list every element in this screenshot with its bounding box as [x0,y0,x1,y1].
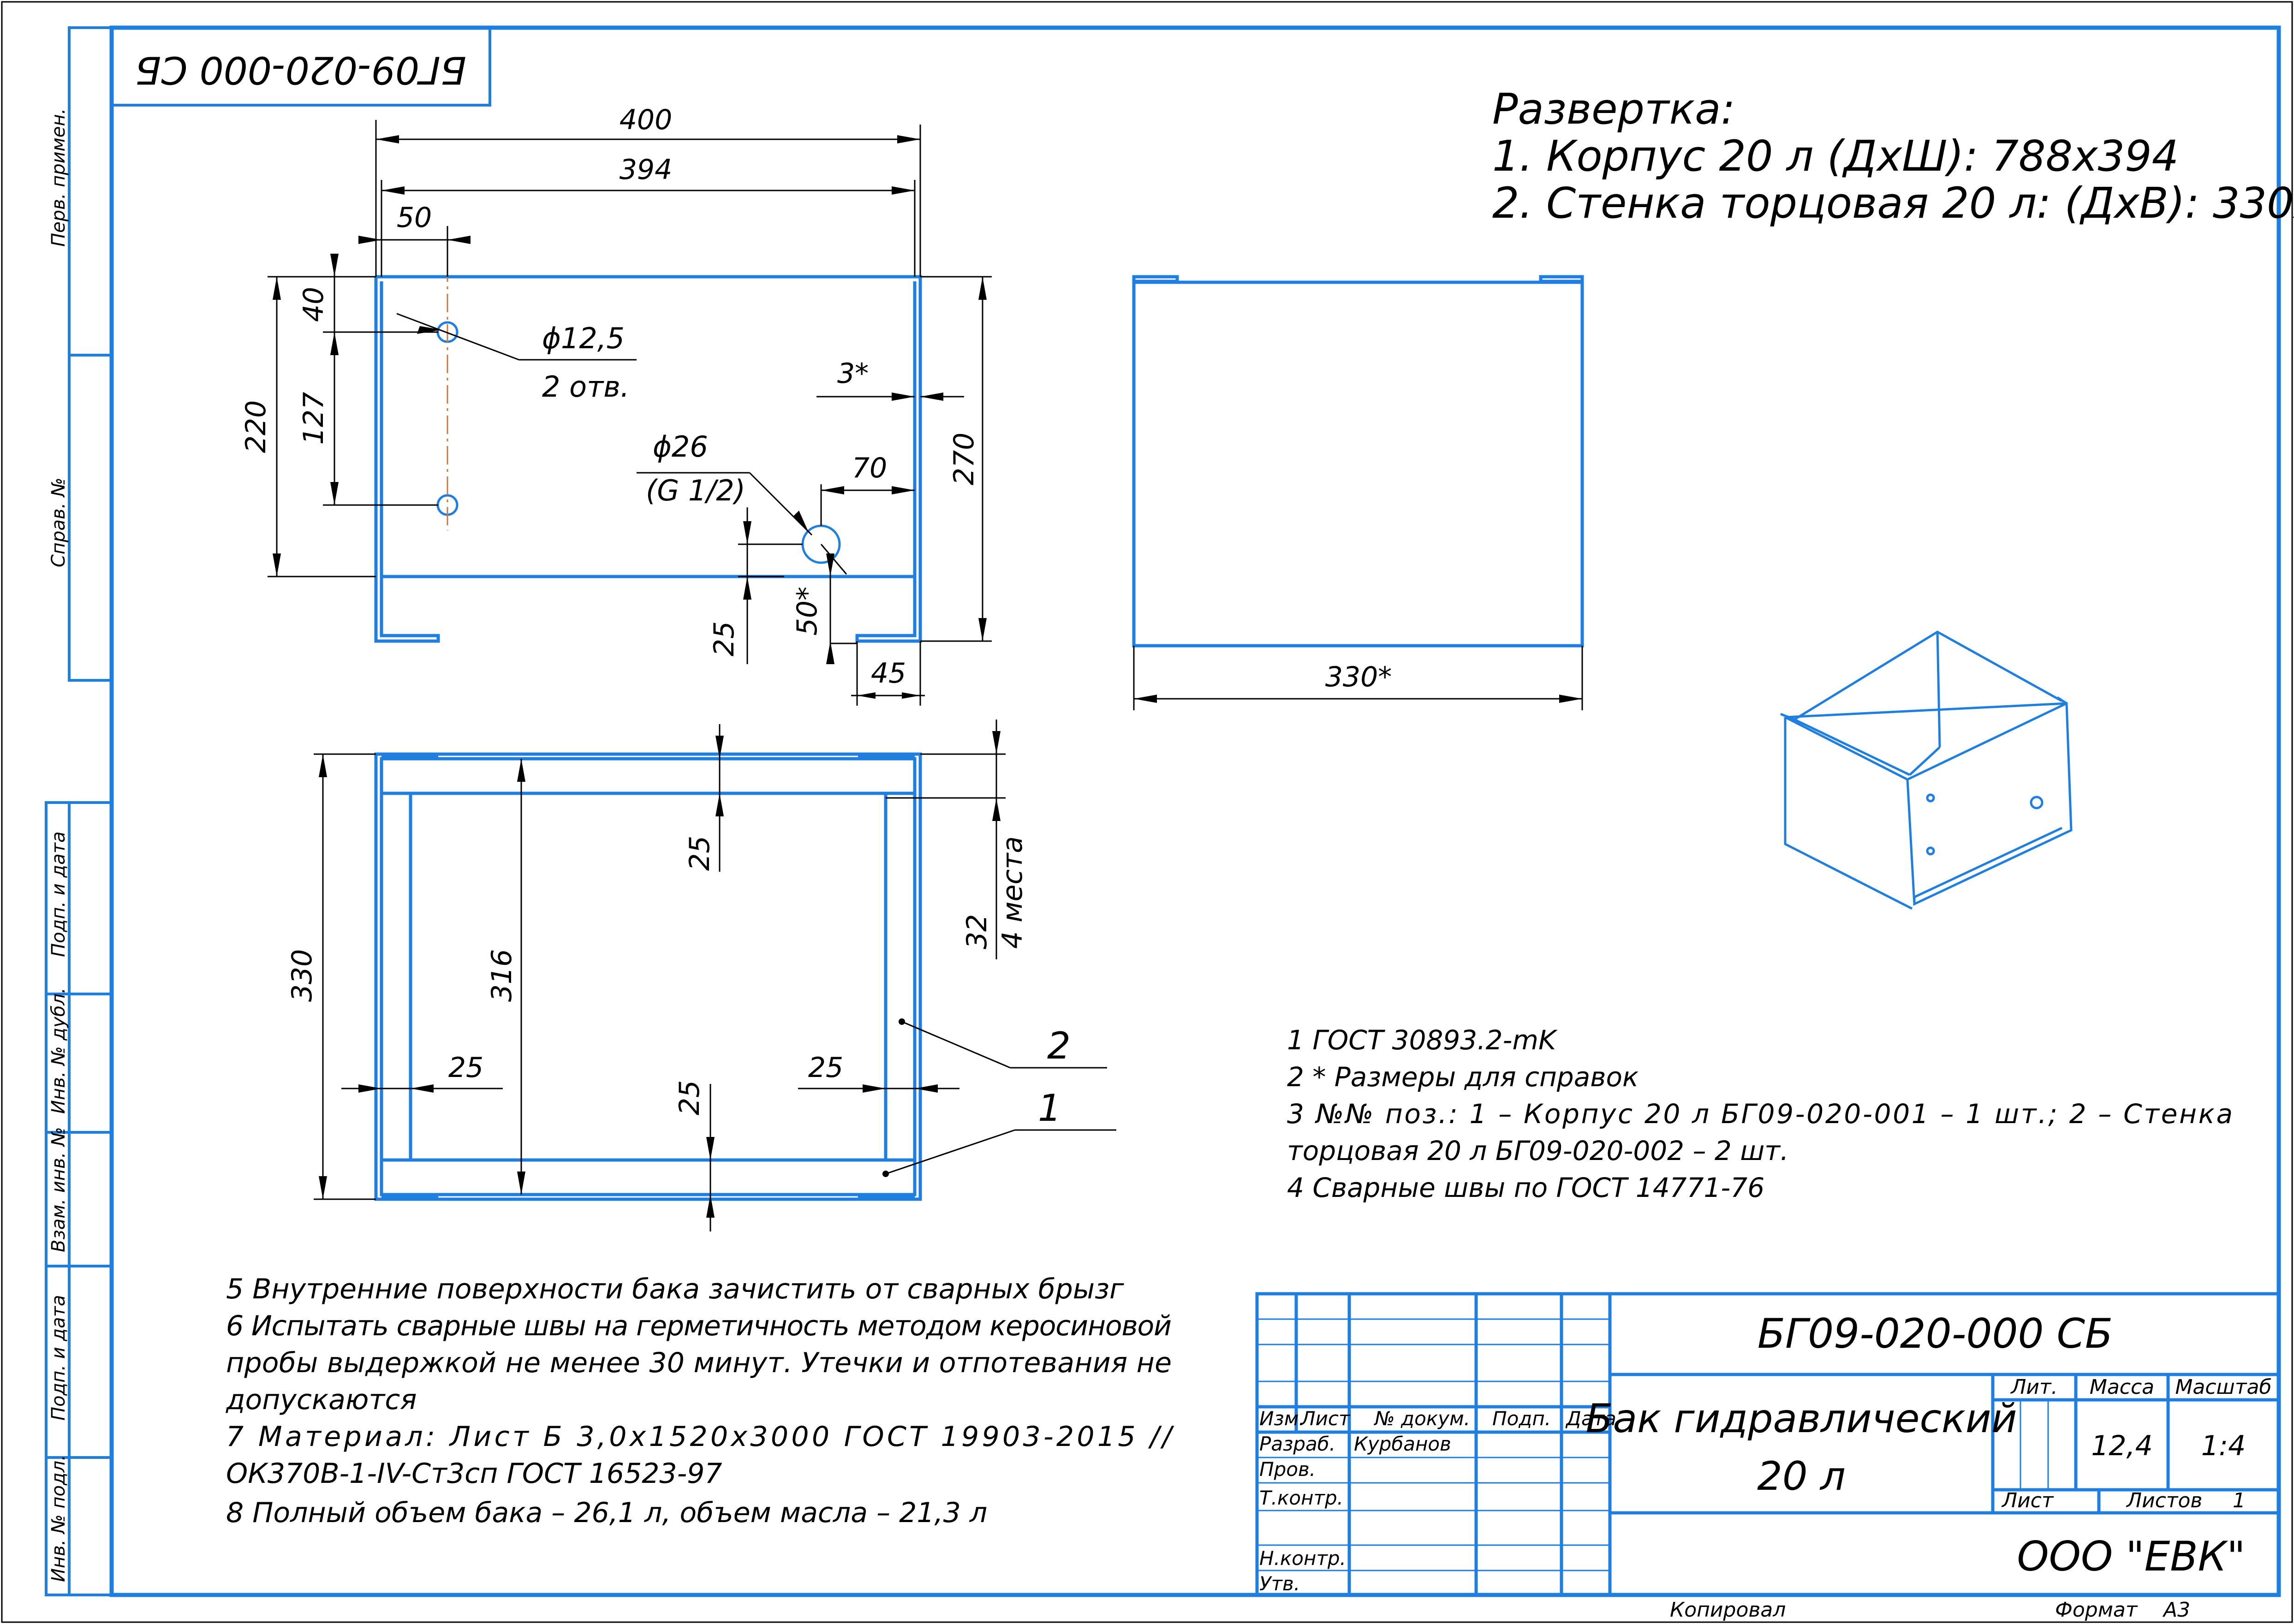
footer-kopiroval: Копировал [1670,1598,1786,1622]
front-view-dims: 400 394 50 220 40 127 ϕ12,5 2 отв. [240,104,992,706]
tb-masshtab: Масштаб [2175,1375,2271,1399]
tb-listov: Листов [2126,1489,2202,1512]
tb-hdr-izm: Изм. [1259,1407,1305,1430]
dim-400: 400 [620,104,673,136]
tb-prov: Пров. [1259,1458,1316,1481]
sidebar-inv-dubl: Инв. № дубл. [48,987,69,1114]
sidebar-labels: Перв. примен. Справ. № Подп. и дата Инв.… [48,108,69,1582]
top-view [374,752,922,1201]
tb-scale-value: 1:4 [2201,1430,2246,1462]
isometric-view [1780,631,2073,910]
dim-50: 50 [397,202,432,234]
hole2-diameter: ϕ26 [653,430,708,464]
dim-25-left: 25 [448,1052,483,1084]
hole1-diameter: ϕ12,5 [542,321,625,355]
side-plate-view: 330* [1132,275,1584,710]
position-1: 1 [1038,1087,1061,1130]
dim-330: 330 [286,949,318,1002]
note-4: 4 Сварные швы по ГОСТ 14771-76 [1287,1172,1764,1203]
tb-nkontr: Н.контр. [1259,1547,1346,1570]
razvertka-title: Развертка: [1492,84,1735,134]
sidebar-inv-podl: Инв. № подл. [48,1455,69,1582]
tb-tkontr: Т.контр. [1259,1487,1343,1509]
corner-code: БГ09-020-000 СБ [135,48,466,92]
note-6c: допускаются [226,1384,417,1416]
tb-utv: Утв. [1259,1572,1300,1595]
dim-places: 4 места [996,836,1029,949]
corner-code-box [110,26,491,107]
tb-razrab-name: Курбанов [1354,1433,1451,1455]
tb-designation: БГ09-020-000 СБ [1758,1310,2113,1357]
note-6a: 6 Испытать сварные швы на герметичность … [226,1310,1172,1342]
hole1-quantity: 2 отв. [542,370,629,404]
tb-massa-value: 12,4 [2091,1430,2153,1462]
tb-hdr-doc: № докум. [1374,1407,1470,1430]
tb-listov-value: 1 [2233,1489,2246,1512]
dim-220: 220 [240,400,272,453]
tb-lit: Лит. [2010,1375,2057,1399]
hole2-thread: (G 1/2) [646,474,745,507]
dim-25-port: 25 [708,621,740,656]
dim-270: 270 [948,433,980,486]
note-1: 1 ГОСТ 30893.2-mK [1287,1024,1558,1056]
note-3b: торцовая 20 л БГ09-020-002 – 2 шт. [1287,1135,1789,1166]
note-5: 5 Внутренние поверхности бака зачистить … [226,1273,1124,1305]
note-3a: 3 №№ поз.: 1 – Корпус 20 л БГ09-020-001 … [1287,1098,2233,1130]
sidebar-vzam-inv: Взам. инв. № [48,1127,69,1252]
note-6b: пробы выдержкой не менее 30 минут. Утечк… [226,1347,1172,1379]
dim-50-ref: 50* [791,587,823,636]
dim-45: 45 [871,657,906,690]
note-7b: ОК370В-1-IV-Ст3сп ГОСТ 16523-97 [226,1457,722,1490]
razvertka-line2: 2. Стенка торцовая 20 л: (ДхВ): 330х331 [1492,178,2294,228]
tb-list: Лист [2001,1489,2054,1512]
note-8: 8 Полный объем бака – 26,1 л, объем масл… [226,1497,987,1529]
dim-25-top: 25 [684,836,716,871]
note-7a: 7 Материал: Лист Б 3,0х1520х3000 ГОСТ 19… [226,1421,1174,1453]
razvertka-block: Развертка: 1. Корпус 20 л (ДхШ): 788х394… [1492,84,2294,228]
sidebar-podp-data-2: Подп. и дата [48,1295,69,1421]
footer-format: Формат [2055,1598,2138,1622]
front-view [374,233,922,643]
notes-right: 1 ГОСТ 30893.2-mK 2 * Размеры для справо… [1287,1024,2233,1203]
dim-127: 127 [298,392,330,445]
dim-25-bottom: 25 [673,1080,706,1115]
dim-32: 32 [961,914,993,949]
tb-razrab: Разраб. [1259,1433,1335,1455]
tb-company: ООО "ЕВК" [2017,1533,2245,1580]
note-2: 2 * Размеры для справок [1287,1061,1639,1093]
tb-massa: Масса [2090,1375,2154,1399]
dim-25-right: 25 [808,1052,843,1084]
tb-name-line2: 20 л [1757,1453,1846,1499]
title-block-text: БГ09-020-000 СБ Бак гидравлический 20 л … [1259,1310,2272,1595]
dim-40: 40 [298,287,330,322]
footer-format-value: А3 [2162,1598,2190,1622]
title-block-thin [1257,1318,2049,1571]
position-2: 2 [1047,1024,1071,1067]
dim-394: 394 [620,154,673,186]
tb-name-line1: Бак гидравлический [1585,1396,2017,1442]
sidebar-podp-data-1: Подп. и дата [48,832,69,957]
dim-316: 316 [486,949,518,1002]
top-view-dims: 330 316 25 32 4 места 25 25 25 2 1 [286,720,1116,1231]
dim-330-ref: 330* [1325,661,1392,693]
dim-3-ref: 3* [837,357,869,390]
razvertka-line1: 1. Корпус 20 л (ДхШ): 788х394 [1492,131,2179,181]
sidebar-sprav-no: Справ. № [48,477,69,567]
dim-70: 70 [852,452,887,484]
sidebar-perv-primen: Перв. примен. [48,108,69,247]
tb-hdr-date: Дата [1565,1407,1616,1430]
tb-hdr-podp: Подп. [1492,1407,1551,1430]
tb-hdr-list: Лист [1300,1407,1351,1430]
top-view-outline [374,752,922,1201]
left-sidebar [45,26,113,1596]
notes-left: 5 Внутренние поверхности бака зачистить … [226,1273,1174,1529]
side-plate-outline [1132,275,1584,648]
footer: Копировал Формат А3 [1670,1598,2190,1622]
